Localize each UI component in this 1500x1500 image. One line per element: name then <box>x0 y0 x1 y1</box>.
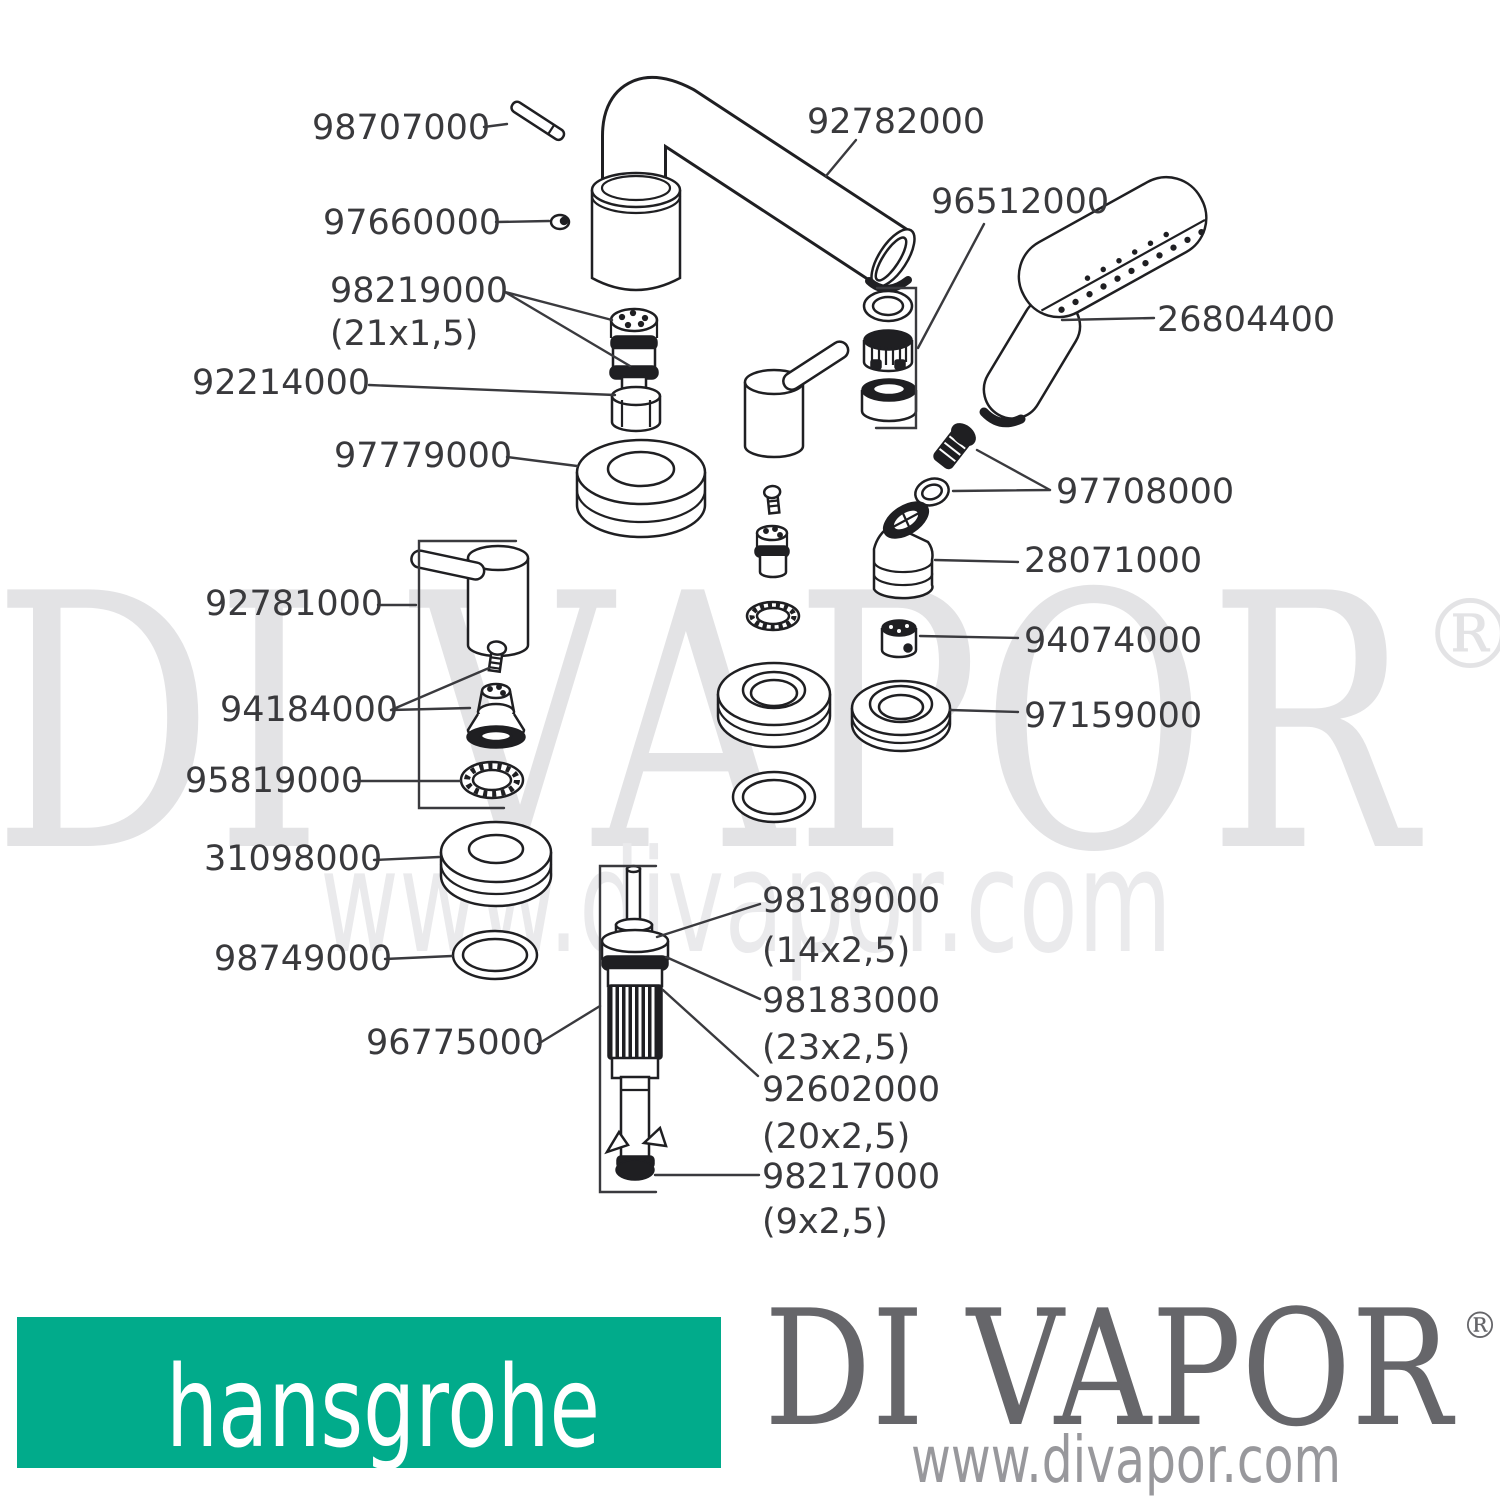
part-label-92781000: 92781000 <box>205 584 383 624</box>
flange-upper-left-drawing <box>575 438 707 539</box>
part-label-98219000-note: (21x1,5) <box>330 314 478 354</box>
center-cartridge-drawing <box>754 524 790 579</box>
part-label-95819000: 95819000 <box>185 761 363 801</box>
part-label-98189000: 98189000 <box>762 881 940 921</box>
bracket-96775000 <box>598 864 658 1194</box>
oval-seal-left-drawing <box>451 929 539 981</box>
grub-screw-drawing <box>549 213 571 231</box>
hansgrohe-logo-text: hansgrohe <box>166 1343 600 1473</box>
watermark-divapor-text: DI VAPOR <box>0 520 1424 930</box>
part-label-97660000: 97660000 <box>323 203 501 243</box>
part-label-97779000: 97779000 <box>334 436 512 476</box>
escutcheon-left-drawing <box>439 820 553 908</box>
flange-right-drawing <box>850 679 952 753</box>
bracket-92781000 <box>417 539 518 810</box>
spray-face-dots <box>1058 228 1205 313</box>
elbow-drawing <box>872 501 934 600</box>
part-labels: 98707000 97660000 98219000 (21x1,5) 9221… <box>185 102 1335 1242</box>
part-label-96512000: 96512000 <box>931 182 1109 222</box>
part-label-26804400: 26804400 <box>1157 300 1335 340</box>
handle-center-drawing <box>743 340 850 459</box>
part-label-92782000: 92782000 <box>807 102 985 142</box>
watermark-layer: DI VAPOR ® www.divapor.com <box>0 520 1500 985</box>
part-label-92602000-note: (20x2,5) <box>762 1117 910 1157</box>
part-label-96775000: 96775000 <box>366 1023 544 1063</box>
flange-center-drawing <box>716 661 832 749</box>
diverter-cartridge-drawing <box>609 307 662 433</box>
cartridge-adapter-drawing <box>466 682 526 749</box>
toothed-ring-left-drawing <box>459 760 525 800</box>
parts-art-layer <box>410 76 1208 1181</box>
divapor-logo-text: DI VAPOR <box>764 1275 1456 1462</box>
spout-drawing <box>601 76 916 293</box>
part-label-97708000: 97708000 <box>1056 472 1234 512</box>
part-label-28071000: 28071000 <box>1024 541 1202 581</box>
main-cartridge-drawing <box>600 864 670 1181</box>
divapor-registered-icon: ® <box>1462 1306 1498 1347</box>
spout-base-drawing <box>590 171 682 292</box>
part-label-94184000: 94184000 <box>220 690 398 730</box>
oval-seal-center-drawing <box>731 770 817 824</box>
handle-left-drawing <box>410 544 530 658</box>
part-label-92602000: 92602000 <box>762 1070 940 1110</box>
check-valve-drawing <box>880 619 918 659</box>
part-label-98183000-note: (23x2,5) <box>762 1028 910 1068</box>
watermark-registered-icon: ® <box>1422 579 1500 691</box>
hose-washer-drawing <box>914 477 950 507</box>
center-screw-drawing <box>762 484 782 515</box>
part-label-98217000-note: (9x2,5) <box>762 1202 888 1242</box>
part-label-94074000: 94074000 <box>1024 621 1202 661</box>
part-label-98217000: 98217000 <box>762 1157 940 1197</box>
leader-lines <box>351 122 1156 1194</box>
part-label-98189000-note: (14x2,5) <box>762 931 910 971</box>
footer: hansgrohe DI VAPOR ® www.divapor.com <box>17 1275 1498 1498</box>
part-label-98749000: 98749000 <box>214 939 392 979</box>
toothed-ring-center-drawing <box>745 600 801 632</box>
part-label-31098000: 31098000 <box>204 839 382 879</box>
part-label-97159000: 97159000 <box>1024 696 1202 736</box>
part-label-92214000: 92214000 <box>192 363 370 403</box>
pin-drawing <box>510 100 566 142</box>
handshower-drawing <box>979 175 1208 428</box>
hansgrohe-logo-box <box>17 1317 721 1468</box>
bracket-96512000 <box>874 286 918 430</box>
hose-bolt-drawing <box>933 423 976 470</box>
part-label-98183000: 98183000 <box>762 981 940 1021</box>
handle-screw-drawing <box>486 640 508 674</box>
part-label-98219000: 98219000 <box>330 271 508 311</box>
divapor-url-text: www.divapor.com <box>911 1424 1341 1498</box>
ring-stack-drawing <box>860 289 918 423</box>
part-label-98707000: 98707000 <box>312 108 490 148</box>
